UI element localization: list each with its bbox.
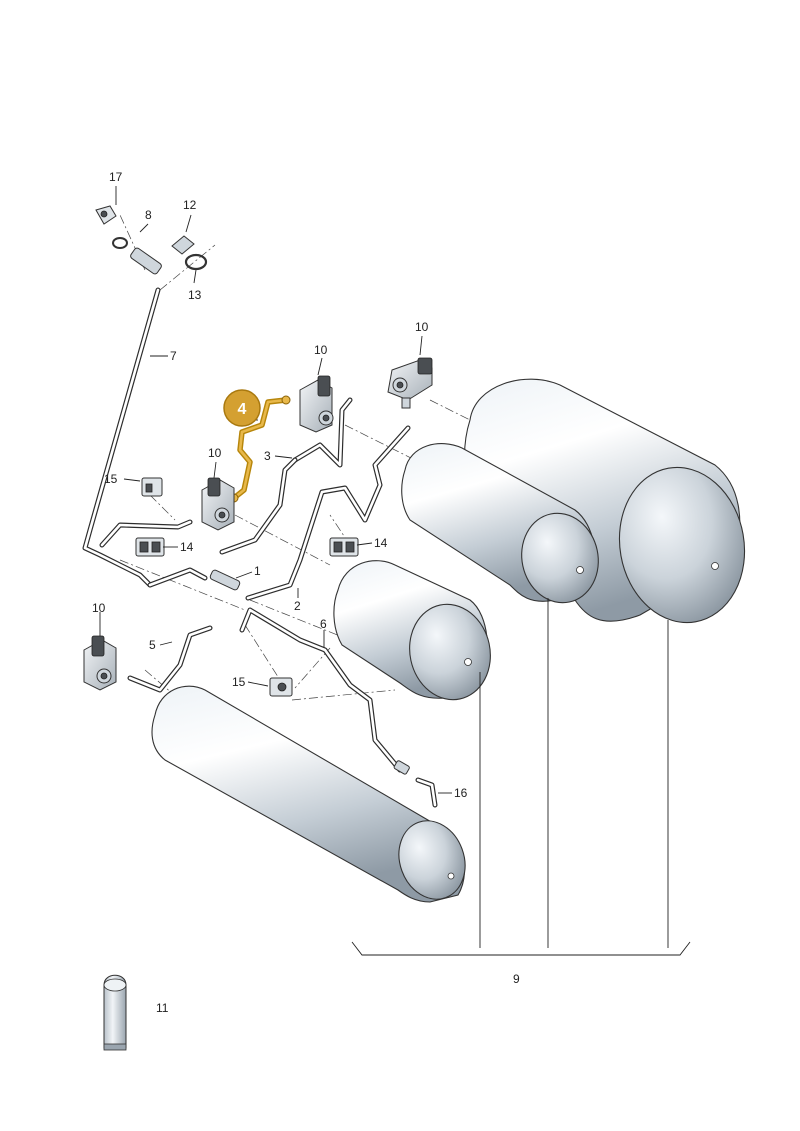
label-10-bottom-left: 10 <box>92 601 106 615</box>
pipe-3 <box>219 397 353 555</box>
leader-lines <box>99 186 452 794</box>
label-8: 8 <box>145 208 152 222</box>
label-1: 1 <box>254 564 261 578</box>
valve-10-bottom-left <box>83 635 117 691</box>
tank-medium-right <box>401 443 599 604</box>
label-10-mid-left: 10 <box>208 446 222 460</box>
pipe-5 <box>127 625 213 693</box>
label-9: 9 <box>513 972 520 986</box>
label-17: 17 <box>109 170 123 184</box>
pipe-6 <box>239 607 403 773</box>
label-12: 12 <box>183 198 197 212</box>
valve-10-mid-left <box>201 477 235 531</box>
pipe-to-14-left <box>99 519 208 588</box>
pipe-7 <box>82 287 161 588</box>
connector-16 <box>393 760 410 775</box>
label-6: 6 <box>320 617 327 631</box>
oring-13 <box>184 253 208 271</box>
clip-15-top <box>141 477 163 497</box>
label-14-right: 14 <box>374 536 388 550</box>
clip-14-left <box>135 537 165 557</box>
plug-12 <box>171 235 195 255</box>
tank-small-center <box>333 560 491 701</box>
fitting-17 <box>95 205 117 225</box>
label-10-top-right: 10 <box>415 320 429 334</box>
clip-14-right <box>329 537 359 557</box>
assembly-lines <box>119 214 521 701</box>
tank-large-right <box>464 378 746 624</box>
valve-10-top-center <box>299 375 334 433</box>
oring-8 <box>112 237 128 249</box>
label-7: 7 <box>170 349 177 363</box>
label-10-top-center: 10 <box>314 343 328 357</box>
pipe-2 <box>245 425 411 601</box>
label-4: 4 <box>238 401 247 418</box>
valve-10-top-right <box>387 357 433 409</box>
pipe-16 <box>415 777 438 808</box>
label-11: 11 <box>156 1001 169 1015</box>
bracket-9 <box>351 598 691 956</box>
callout-4-highlighted[interactable]: 4 <box>223 389 261 427</box>
label-3: 3 <box>264 449 271 463</box>
label-16: 16 <box>454 786 468 800</box>
filler-neck <box>130 247 162 275</box>
tank-long-bottom <box>151 685 466 903</box>
callout-labels: 17 8 12 13 7 10 10 10 3 15 14 14 1 2 10 … <box>92 170 520 1015</box>
label-5: 5 <box>149 638 156 652</box>
clip-15-bottom <box>269 677 293 697</box>
label-15-bottom: 15 <box>232 675 246 689</box>
label-13: 13 <box>188 288 202 302</box>
connector-1 <box>209 569 241 591</box>
label-15-top: 15 <box>104 472 118 486</box>
label-2: 2 <box>294 599 301 613</box>
cartridge-11 <box>103 974 127 1051</box>
label-14-left: 14 <box>180 540 194 554</box>
